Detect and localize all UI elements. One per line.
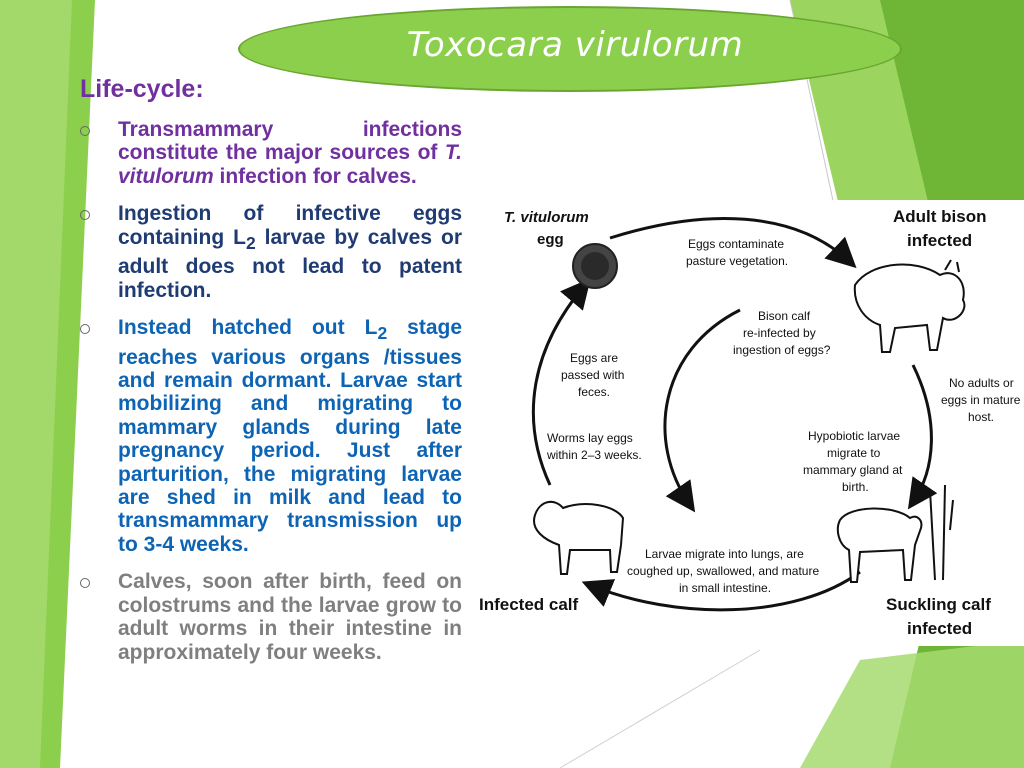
- bullet-text: infection for calves.: [213, 164, 417, 188]
- note-lungs: coughed up, swallowed, and mature: [627, 564, 819, 578]
- note-lungs: in small intestine.: [679, 581, 771, 595]
- stage-adult-label: Adult bison: [893, 207, 986, 226]
- arrow-egg-to-adult: [609, 216, 857, 269]
- note-reinfected: ingestion of eggs?: [733, 343, 831, 357]
- note-no-adults: No adults or: [949, 376, 1014, 390]
- section-title: Life-cycle:: [80, 75, 204, 103]
- bullet-item: Ingestion of infective eggs containing L…: [80, 202, 462, 302]
- note-no-adults: host.: [968, 410, 994, 424]
- bullet-text: larvae by calves or adult does not lead …: [118, 225, 462, 302]
- life-cycle-svg: T. vitulorum egg Adult bison infected Su…: [479, 207, 1021, 638]
- note-eggs-contaminate: pasture vegetation.: [686, 254, 788, 268]
- arrow-adult-to-suckling: [907, 364, 938, 510]
- bullet-subscript: 2: [377, 323, 388, 344]
- stage-egg-label: T. vitulorum: [504, 209, 589, 226]
- note-no-adults: eggs in mature: [941, 393, 1021, 407]
- stage-suckling-label: infected: [907, 619, 972, 638]
- stage-adult-label: infected: [907, 231, 972, 250]
- arrow-suckling-to-calf: [581, 570, 861, 612]
- note-hypobiotic: Hypobiotic larvae: [808, 429, 900, 443]
- bullet-text: Transmammary infections constitute the m…: [118, 118, 462, 165]
- note-hypobiotic: mammary gland at: [803, 463, 903, 477]
- bullet-text: Instead hatched out L: [118, 316, 378, 340]
- bullet-item: Transmammary infections constitute the m…: [80, 118, 462, 188]
- stage-egg-label: egg: [537, 231, 564, 248]
- stage-suckling-label: Suckling calf: [886, 595, 991, 614]
- bullet-circle-icon: [80, 210, 90, 221]
- note-reinfected: Bison calf: [758, 309, 811, 323]
- bullet-circle-icon: [80, 324, 90, 335]
- bullet-item: Calves, soon after birth, feed on colost…: [80, 570, 462, 664]
- note-eggs-passed: feces.: [578, 385, 610, 399]
- note-eggs-contaminate: Eggs contaminate: [688, 237, 784, 251]
- thin-line-bottom: [559, 649, 761, 768]
- right-green-band-dark: [880, 0, 1024, 210]
- note-eggs-passed: passed with: [561, 368, 624, 382]
- egg-inner: [581, 252, 609, 280]
- note-reinfected: re-infected by: [743, 326, 816, 340]
- note-worms: Worms lay eggs: [547, 431, 633, 445]
- stage-infected-calf-label: Infected calf: [479, 595, 579, 614]
- note-hypobiotic: migrate to: [827, 446, 881, 460]
- infected-calf-icon: [533, 500, 625, 575]
- bottom-right-green-light: [800, 640, 1024, 768]
- note-worms: within 2–3 weeks.: [546, 448, 642, 462]
- title-oval: Toxocara virulorum: [238, 6, 902, 92]
- note-hypobiotic: birth.: [842, 480, 869, 494]
- note-lungs: Larvae migrate into lungs, are: [645, 547, 804, 561]
- arrow-reinfection: [663, 308, 741, 513]
- left-green-band-light: [0, 0, 72, 768]
- bullet-list: Transmammary infections constitute the m…: [80, 118, 462, 678]
- bullet-text: stage reaches various organs /tissues an…: [118, 316, 463, 556]
- adult-bison-icon: [853, 259, 966, 353]
- bullet-italic: T. vitulorum: [118, 141, 462, 188]
- slide-title: Toxocara virulorum: [406, 25, 744, 65]
- life-cycle-diagram: T. vitulorum egg Adult bison infected Su…: [475, 200, 1024, 646]
- bullet-subscript: 2: [245, 232, 256, 253]
- bullet-circle-icon: [80, 126, 90, 136]
- arrow-calf-to-egg: [531, 278, 591, 486]
- bullet-circle-icon: [80, 578, 90, 589]
- bullet-item: Instead hatched out L2 stage reaches var…: [80, 316, 462, 556]
- bullet-text: Ingestion of infective eggs containing L: [118, 202, 462, 249]
- suckling-calf-icon: [836, 484, 954, 583]
- bullet-text: Calves, soon after birth, feed on colost…: [118, 570, 462, 664]
- note-eggs-passed: Eggs are: [570, 351, 618, 365]
